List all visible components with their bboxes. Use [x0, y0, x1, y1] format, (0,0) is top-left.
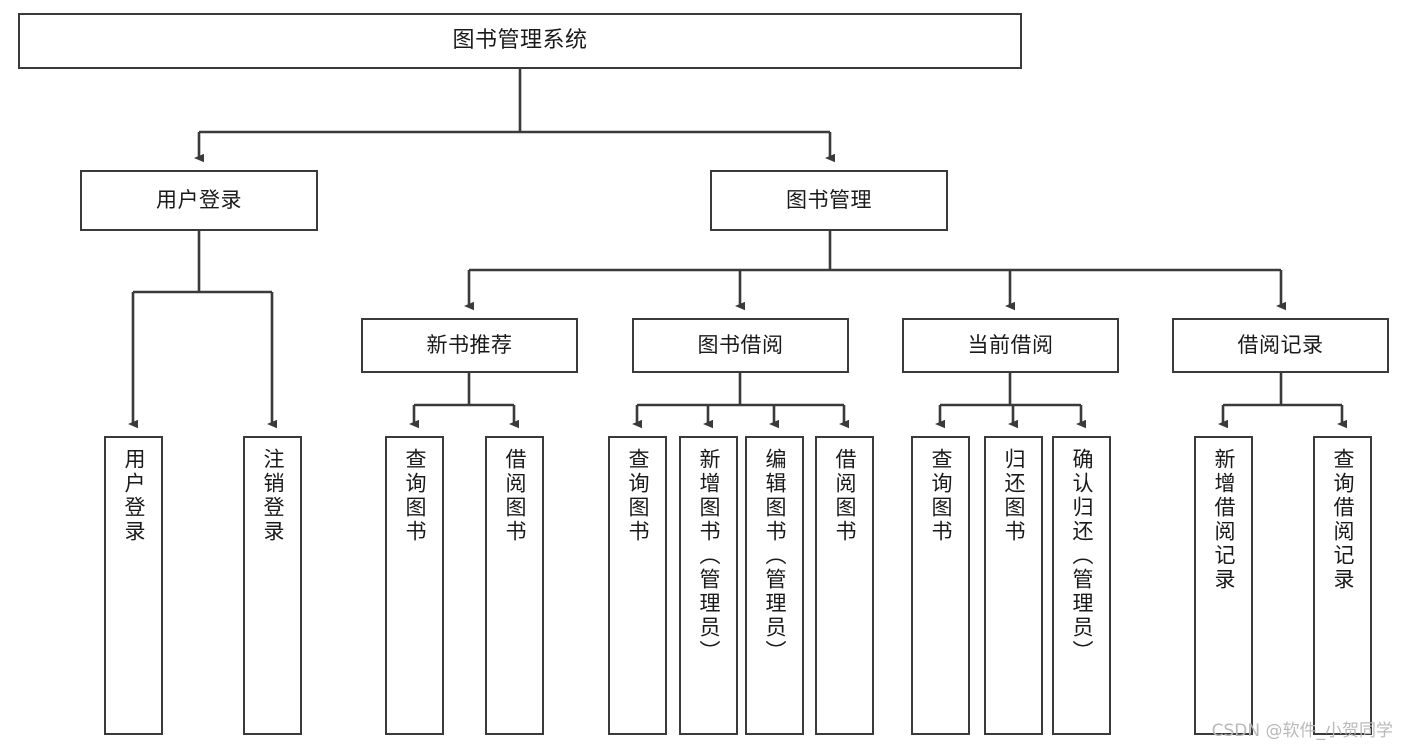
- node-label: 用户登录: [122, 448, 146, 544]
- node-leaf-cb-query[interactable]: 查询图书: [911, 436, 970, 735]
- node-label: 查询图书: [929, 448, 953, 544]
- node-leaf-user-login[interactable]: 用户登录: [104, 436, 163, 735]
- node-label: 图书管理: [786, 188, 872, 213]
- node-label: 图书借阅: [697, 333, 784, 358]
- node-leaf-user-logout[interactable]: 注销登录: [243, 436, 302, 735]
- node-label: 借阅记录: [1237, 333, 1324, 358]
- node-leaf-br-query[interactable]: 查询借阅记录: [1313, 436, 1372, 735]
- node-book-manage[interactable]: 图书管理: [710, 170, 948, 231]
- node-current-borrow[interactable]: 当前借阅: [902, 318, 1119, 373]
- node-label: 借阅图书: [833, 448, 857, 544]
- node-label: 图书管理系统: [452, 28, 588, 54]
- node-label: 借阅图书: [503, 448, 527, 544]
- node-leaf-nbr-query[interactable]: 查询图书: [385, 436, 444, 735]
- node-leaf-cb-return[interactable]: 归还图书: [984, 436, 1043, 735]
- node-label: 用户登录: [156, 188, 242, 213]
- node-label: 新增图书（管理员）: [697, 448, 721, 664]
- node-label: 确认归还（管理员）: [1070, 448, 1094, 664]
- node-borrow-record[interactable]: 借阅记录: [1172, 318, 1389, 373]
- node-label: 查询图书: [403, 448, 427, 544]
- node-label: 归还图书: [1002, 448, 1026, 544]
- node-leaf-bb-query[interactable]: 查询图书: [608, 436, 667, 735]
- node-label: 查询图书: [626, 448, 650, 544]
- node-leaf-bb-borrow[interactable]: 借阅图书: [815, 436, 874, 735]
- node-leaf-nbr-borrow[interactable]: 借阅图书: [485, 436, 544, 735]
- node-user-login[interactable]: 用户登录: [80, 170, 318, 231]
- node-leaf-bb-edit[interactable]: 编辑图书（管理员）: [745, 436, 804, 735]
- node-leaf-cb-confirm[interactable]: 确认归还（管理员）: [1052, 436, 1111, 735]
- node-book-borrow[interactable]: 图书借阅: [632, 318, 849, 373]
- node-label: 查询借阅记录: [1331, 448, 1355, 592]
- node-new-book-rec[interactable]: 新书推荐: [361, 318, 578, 373]
- node-label: 新增借阅记录: [1212, 448, 1236, 592]
- node-label: 注销登录: [261, 448, 285, 544]
- node-root[interactable]: 图书管理系统: [18, 13, 1022, 69]
- node-label: 新书推荐: [426, 333, 513, 358]
- node-label: 当前借阅: [967, 333, 1054, 358]
- node-label: 编辑图书（管理员）: [763, 448, 787, 664]
- node-leaf-bb-add[interactable]: 新增图书（管理员）: [679, 436, 738, 735]
- node-leaf-br-add[interactable]: 新增借阅记录: [1194, 436, 1253, 735]
